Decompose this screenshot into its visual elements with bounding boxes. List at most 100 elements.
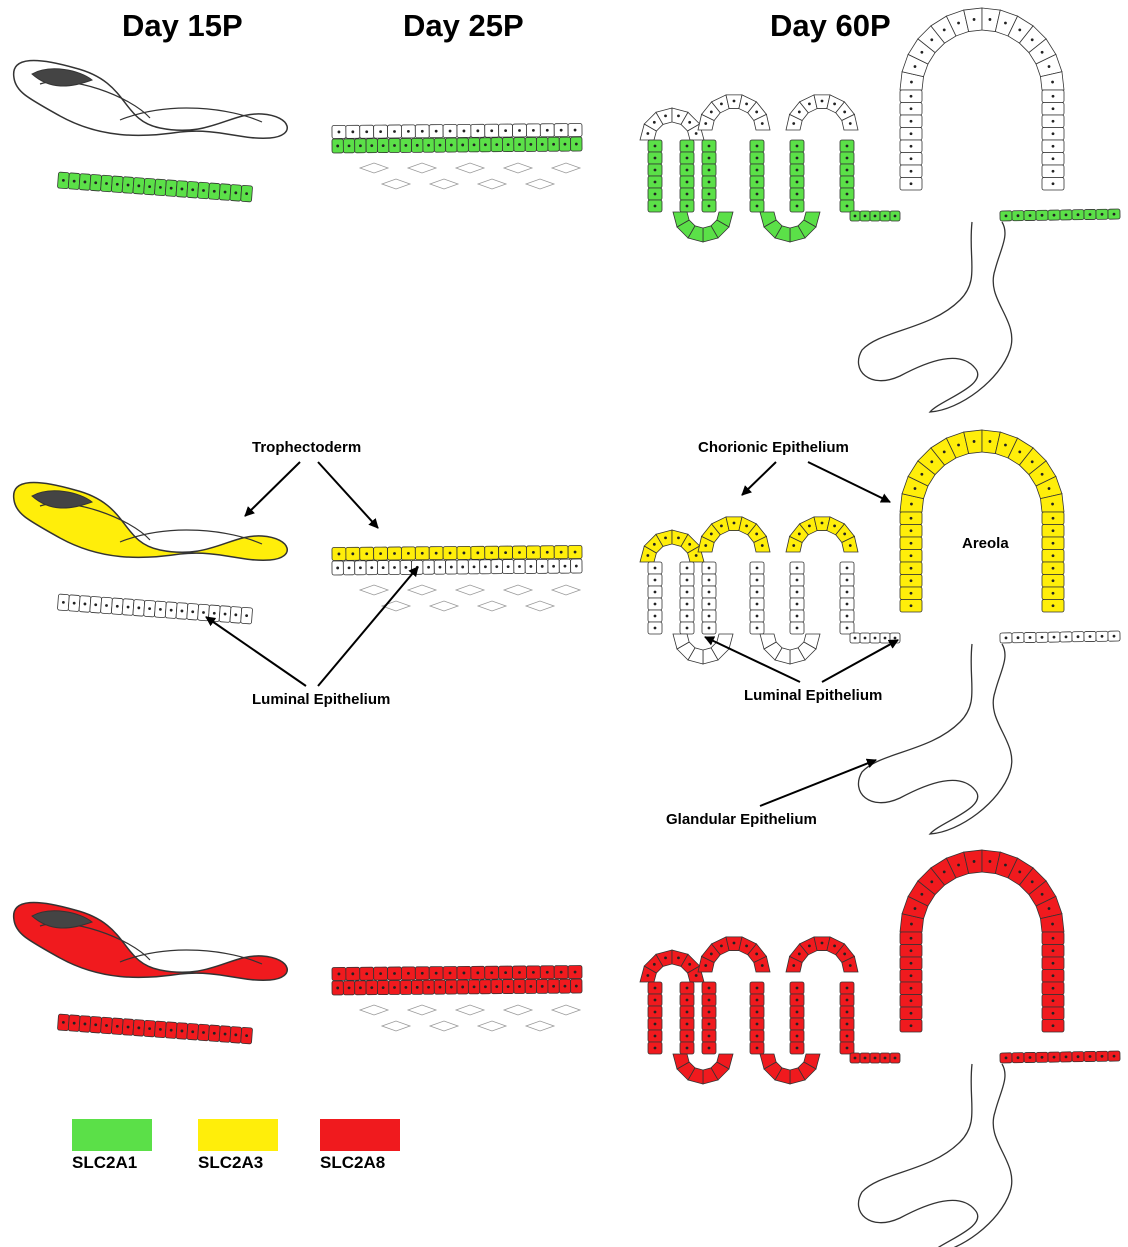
stroma-cell (382, 1021, 410, 1031)
day25-luminal-cell-nucleus (564, 565, 567, 568)
day15-luminal-cell-nucleus (159, 608, 162, 611)
day25-luminal-cell-nucleus (439, 566, 442, 569)
base-luminal-cell-nucleus (1101, 1055, 1104, 1058)
chorionic-cell-nucleus (808, 944, 811, 947)
chorionic-cell-nucleus (704, 122, 707, 125)
diagram-row-slc2a3 (14, 430, 1120, 834)
fold-luminal-cell-nucleus (796, 1023, 799, 1026)
areola-cell-nucleus (1052, 974, 1055, 977)
areola-cell-nucleus (910, 604, 913, 607)
day15-luminal-cell-nucleus (116, 605, 119, 608)
areola-cell-nucleus (1004, 864, 1007, 867)
fold-luminal-cell-nucleus (846, 567, 849, 570)
fold-luminal-cell-nucleus (654, 603, 657, 606)
stroma-cell (552, 163, 580, 173)
areola-cell-nucleus (989, 18, 992, 21)
stroma-cell (526, 1021, 554, 1031)
day15-luminal-cell-nucleus (191, 610, 194, 613)
areola-cell-nucleus (1052, 579, 1055, 582)
fold-luminal-cell-nucleus (756, 615, 759, 618)
stroma-cell (552, 585, 580, 595)
base-luminal-cell-nucleus (894, 637, 897, 640)
areola-cell-nucleus (973, 440, 976, 443)
base-luminal-cell-nucleus (1065, 1056, 1068, 1059)
label-luminal-epithelium-left: Luminal Epithelium (252, 691, 390, 708)
areola-cell-nucleus (1052, 95, 1055, 98)
label-chorionic-epithelium: Chorionic Epithelium (698, 439, 849, 456)
day25-trophectoderm-cell-nucleus (338, 131, 341, 134)
day25-trophectoderm-cell-nucleus (463, 552, 466, 555)
base-luminal-cell-nucleus (1017, 214, 1020, 217)
day15-luminal-cell-nucleus (170, 187, 173, 190)
day25-luminal-cell-nucleus (416, 144, 419, 147)
stroma-cell (360, 163, 388, 173)
day25-luminal-cell-nucleus (461, 986, 464, 989)
base-luminal-cell-nucleus (1029, 636, 1032, 639)
chorionic-cell-nucleus (720, 102, 723, 105)
day25-luminal-cell-nucleus (495, 143, 498, 146)
fold-luminal-cell-nucleus (756, 205, 759, 208)
fold-luminal-cell-nucleus (708, 603, 711, 606)
stroma-cell (360, 585, 388, 595)
day25-luminal-cell-nucleus (450, 566, 453, 569)
areola-cell-nucleus (989, 860, 992, 863)
day25-luminal-cell-nucleus (336, 987, 339, 990)
day60-placenta (640, 430, 1120, 834)
stroma-cell (456, 163, 484, 173)
fold-luminal-cell-nucleus (796, 1035, 799, 1038)
fold-luminal-cell-nucleus (654, 1047, 657, 1050)
base-luminal-cell-nucleus (1089, 213, 1092, 216)
diagram-row-slc2a8 (14, 850, 1120, 1247)
areola-cell-nucleus (1051, 81, 1054, 84)
arrow-luminal-left-1 (206, 617, 306, 686)
day25-trophectoderm-cell-nucleus (365, 972, 368, 975)
gland-outline (858, 222, 1011, 412)
chorionic-cell-nucleus (710, 953, 713, 956)
base-luminal-cell-nucleus (894, 1057, 897, 1060)
day25-trophectoderm-cell-nucleus (518, 129, 521, 132)
fold-luminal-cell-nucleus (796, 603, 799, 606)
fold-luminal-cell-nucleus (708, 627, 711, 630)
day25-luminal-cell-nucleus (484, 565, 487, 568)
chorionic-cell-nucleus (677, 956, 680, 959)
day15-luminal-cell-nucleus (181, 610, 184, 613)
day15-luminal-cell-nucleus (94, 181, 97, 184)
fold-luminal-cell-nucleus (796, 169, 799, 172)
chorionic-cell-nucleus (798, 111, 801, 114)
fold-luminal-cell-nucleus (686, 193, 689, 196)
areola-cell-nucleus (910, 923, 913, 926)
fold-luminal-cell-nucleus (708, 205, 711, 208)
day25-trophectoderm-cell-nucleus (393, 972, 396, 975)
base-luminal-cell-nucleus (1077, 213, 1080, 216)
base-luminal-cell-nucleus (894, 215, 897, 218)
areola-cell-nucleus (1052, 132, 1055, 135)
areola-cell-nucleus (1041, 893, 1044, 896)
day25-luminal-cell-nucleus (575, 565, 578, 568)
areola-cell-nucleus (910, 529, 913, 532)
chorionic-cell-nucleus (653, 963, 656, 966)
fold-luminal-cell-nucleus (756, 987, 759, 990)
chorionic-cell-nucleus (710, 111, 713, 114)
fold-luminal-cell-nucleus (708, 1035, 711, 1038)
stroma-cell (526, 179, 554, 189)
chorionic-cell-nucleus (664, 956, 667, 959)
day15-luminal-cell-nucleus (191, 188, 194, 191)
label-trophectoderm: Trophectoderm (252, 439, 361, 456)
day15-luminal-cell-nucleus (127, 1026, 130, 1029)
base-luminal-cell-nucleus (1017, 1056, 1020, 1059)
areola-cell-nucleus (1041, 473, 1044, 476)
areola-cell-nucleus (910, 592, 913, 595)
chorionic-cell-nucleus (745, 944, 748, 947)
chorionic-cell-nucleus (720, 524, 723, 527)
day25-trophectoderm-cell-nucleus (574, 551, 577, 554)
day15-luminal-cell-nucleus (202, 189, 205, 192)
arrow-trophectoderm-left (245, 462, 300, 516)
base-luminal-cell-nucleus (1053, 1056, 1056, 1059)
chorionic-cell-nucleus (843, 533, 846, 536)
fold-luminal-cell-nucleus (846, 157, 849, 160)
chorionic-cell-nucleus (677, 536, 680, 539)
stroma-cell (504, 585, 532, 595)
fold-luminal-cell-nucleus (846, 205, 849, 208)
day25-luminal-cell-nucleus (518, 985, 521, 988)
day15-luminal-cell-nucleus (73, 602, 76, 605)
